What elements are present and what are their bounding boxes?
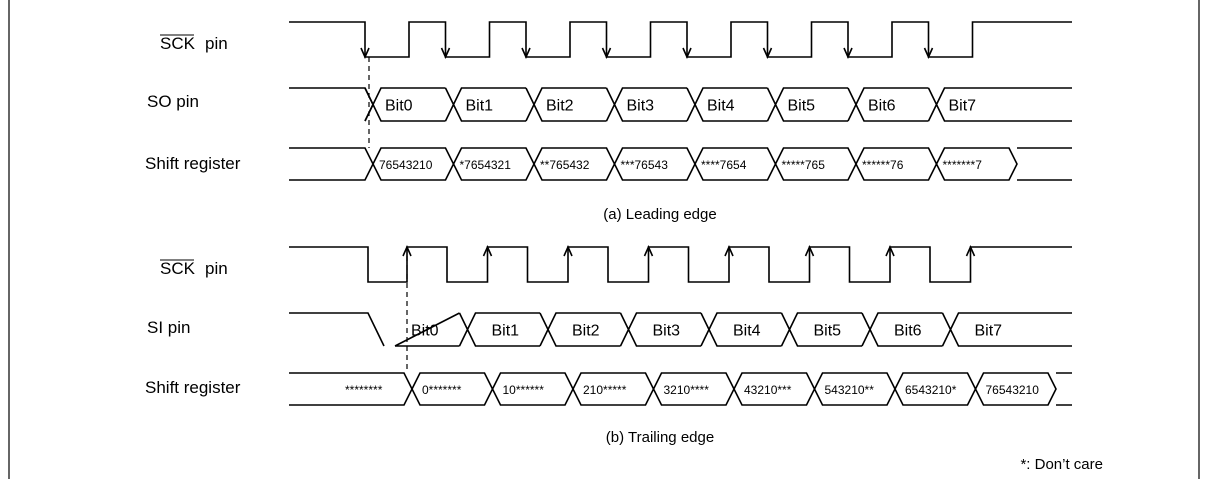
sck-rising-edge-arrow-5 (804, 245, 815, 257)
si-pin-label: SI pin (147, 318, 190, 337)
shift-reg-b-tail (1056, 372, 1072, 406)
so-bit-cell-2 (525, 87, 607, 122)
shift-reg-b-initial-value: ******** (345, 383, 383, 397)
sck-rising-edge-arrow-6 (885, 245, 895, 257)
caption-trailing-edge: (b) Trailing edge (606, 429, 714, 446)
so-bit-label-5: Bit5 (788, 98, 816, 115)
so-bit-label-7: Bit7 (949, 98, 977, 115)
si-bit-cell-1 (466, 312, 540, 347)
so-bit-cell-6 (847, 87, 929, 122)
shift-reg-a-value-2: **765432 (540, 158, 590, 172)
sck-falling-edge-arrow-1 (440, 47, 451, 59)
sck-falling-edge-arrow-7 (923, 47, 934, 59)
shift-reg-b-value-4: 43210*** (744, 383, 792, 397)
sck-rising-edge-arrow-0 (402, 245, 412, 257)
shift-reg-b-value-0: 0******* (422, 383, 462, 397)
so-bit-label-1: Bit1 (466, 98, 494, 115)
si-bit-label-1: Bit1 (492, 323, 520, 340)
so-bit-cell-7 (927, 87, 1009, 122)
shift-reg-b-value-7: 76543210 (986, 383, 1040, 397)
sck-waveform-b (289, 246, 1072, 283)
so-bus-idle (289, 87, 374, 122)
si-bit-cell-2 (547, 312, 621, 347)
shift-reg-a-value-5: *****765 (782, 158, 826, 172)
si-bit-cross-left-7 (941, 312, 952, 347)
shift-reg-a-idle (289, 147, 374, 181)
shift-reg-b-value-5: 543210** (825, 383, 875, 397)
sck-rising-edge-arrow-1 (482, 245, 493, 257)
so-bit-label-4: Bit4 (707, 98, 735, 115)
shift-reg-b-value-1: 10****** (503, 383, 545, 397)
shift-reg-a-value-1: *7654321 (460, 158, 512, 172)
sck-waveform-a (289, 21, 1072, 58)
sck-rising-edge-arrow-4 (724, 245, 734, 257)
si-bit-cell-3 (627, 312, 701, 347)
si-bit-cross-left-5 (780, 312, 791, 347)
so-bus-tail (1009, 87, 1072, 122)
sck-falling-edge-arrow-5 (762, 47, 773, 59)
so-pin-label: SO pin (147, 92, 199, 111)
sck-falling-edge-arrow-4 (682, 47, 692, 59)
shift-reg-a-value-3: ***76543 (621, 158, 669, 172)
si-bus-idle (289, 312, 385, 347)
sck-falling-edge-arrow-3 (601, 47, 612, 59)
shift-reg-b-value-2: 210***** (583, 383, 627, 397)
shift-reg-a-value-4: ****7654 (701, 158, 747, 172)
so-bit-cell-3 (605, 87, 687, 122)
shift-reg-a-cell-7 (935, 147, 1018, 181)
so-bit-label-6: Bit6 (868, 98, 896, 115)
sck-falling-edge-arrow-0 (360, 47, 370, 59)
si-bit-cross-left-3 (619, 312, 630, 347)
sck-label-b: SCK (160, 259, 196, 278)
shift-reg-a-value-0: 76543210 (379, 158, 433, 172)
shift-reg-b-cell-7 (974, 372, 1057, 406)
si-bit-cell-6 (869, 312, 943, 347)
si-bit-label-4: Bit4 (733, 323, 761, 340)
section-b: SCK pin SI pin Shift register (b) Traili… (145, 259, 714, 446)
si-bit-label-0: Bit0 (411, 323, 439, 340)
shift-reg-a-value-6: ******76 (862, 158, 904, 172)
dont-care-note: *: Don’t care (1020, 456, 1103, 473)
si-bit-cross-left-6 (861, 312, 871, 347)
si-bit-cross-left-2 (539, 312, 549, 347)
sck-rising-edge-arrow-3 (643, 245, 654, 257)
sck-label-a: SCK (160, 34, 196, 53)
so-bit-cell-4 (686, 87, 768, 122)
si-bit-cell-4 (708, 312, 782, 347)
sck-rising-edge-arrow-7 (965, 245, 976, 257)
shift-reg-b-value-6: 6543210* (905, 383, 957, 397)
si-bit-label-5: Bit5 (814, 323, 842, 340)
sck-rising-edge-arrow-2 (563, 245, 573, 257)
sck-falling-edge-arrow-6 (843, 47, 853, 59)
so-bit-label-3: Bit3 (627, 98, 655, 115)
so-bit-cell-0 (364, 87, 446, 122)
shift-reg-b-value-3: 3210**** (664, 383, 710, 397)
sck-falling-edge-arrow-2 (521, 47, 531, 59)
si-bit-cell-5 (788, 312, 862, 347)
shift-register-label-a: Shift register (145, 154, 241, 173)
shift-reg-a-tail (1017, 147, 1072, 181)
si-bit-cell-0 (394, 312, 460, 347)
so-bit-label-2: Bit2 (546, 98, 574, 115)
si-bit-label-2: Bit2 (572, 323, 600, 340)
caption-leading-edge: (a) Leading edge (603, 206, 716, 223)
si-bit-cell-7 (949, 312, 1023, 347)
si-bit-label-3: Bit3 (653, 323, 681, 340)
sck-pin-suffix-a: pin (205, 34, 228, 53)
si-bit-label-7: Bit7 (975, 323, 1003, 340)
shift-reg-a-value-7: *******7 (943, 158, 983, 172)
so-bit-cell-5 (766, 87, 848, 122)
so-bit-cell-1 (444, 87, 526, 122)
si-bit-label-6: Bit6 (894, 323, 922, 340)
si-bit-cross-left-1 (458, 312, 469, 347)
si-bit-cross-left-4 (700, 312, 710, 347)
so-bit-label-0: Bit0 (385, 98, 413, 115)
sck-pin-suffix-b: pin (205, 259, 228, 278)
shift-register-label-b: Shift register (145, 378, 241, 397)
section-a: SCK pin SO pin Shift register (a) Leadin… (145, 34, 717, 223)
si-bus-tail (1023, 312, 1072, 347)
